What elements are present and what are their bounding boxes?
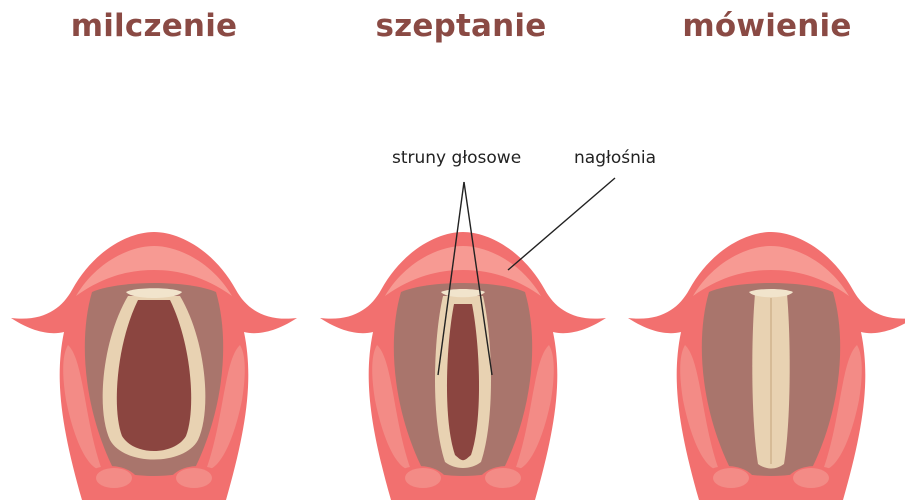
larynx-speech [628, 232, 905, 500]
larynx-silence [11, 232, 297, 500]
larynx-whisper [320, 232, 606, 500]
